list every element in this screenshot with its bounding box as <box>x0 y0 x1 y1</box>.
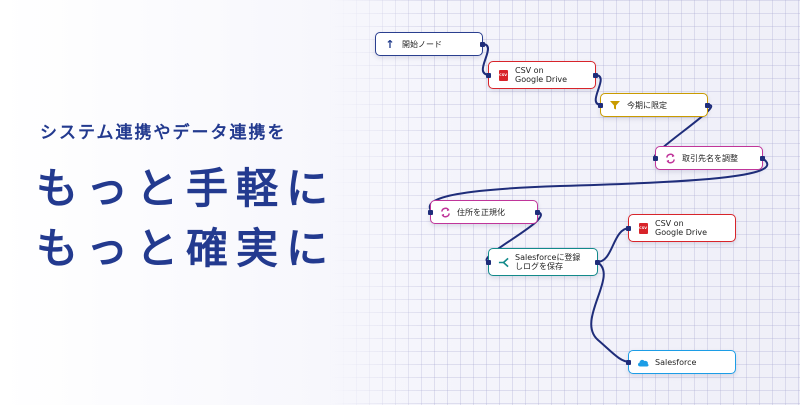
output-port[interactable] <box>705 103 710 108</box>
node-start-label: 開始ノード <box>402 39 442 49</box>
output-port[interactable] <box>535 210 540 215</box>
node-adjust2-label: 住所を正規化 <box>457 207 505 217</box>
node-register-salesforce-branch[interactable]: Salesforceに登録 しログを保存 <box>486 248 600 276</box>
node-adjust-account-name[interactable]: 取引先名を調整 <box>653 146 765 170</box>
output-port[interactable] <box>593 73 598 78</box>
input-port[interactable] <box>653 156 658 161</box>
node-salesforce-label: Salesforce <box>655 357 697 367</box>
edge-branch-csv2 <box>596 227 631 263</box>
node-adjust1-label: 取引先名を調整 <box>682 153 738 163</box>
input-port[interactable] <box>626 226 631 231</box>
node-csv2-label-line2: Google Drive <box>655 228 708 237</box>
node-normalize-address[interactable]: 住所を正規化 <box>428 200 540 224</box>
arrow-up-icon: ↑ <box>385 37 395 51</box>
headline-line-1: もっと手軽に <box>36 164 337 213</box>
node-csv-label-line2: Google Drive <box>515 75 568 84</box>
output-port[interactable] <box>480 42 485 47</box>
headline-line-2: もっと確実に <box>36 224 337 273</box>
input-port[interactable] <box>626 360 631 365</box>
branch-icon <box>497 256 509 268</box>
node-start[interactable]: ↑ 開始ノード <box>375 32 485 56</box>
node-csv-label: CSV on Google Drive <box>515 66 567 84</box>
node-branch-label-line1: Salesforceに登録 <box>515 253 581 262</box>
cloud-icon <box>637 356 649 368</box>
refresh-icon <box>439 206 451 218</box>
node-csv2-label-line1: CSV on <box>655 219 684 228</box>
csv-file-icon: CSV <box>497 69 509 81</box>
node-branch-label: Salesforceに登録 しログを保存 <box>515 253 580 271</box>
headline-sub: システム連携やデータ連携を <box>40 123 287 143</box>
node-csv2-label: CSV on Google Drive <box>655 219 707 237</box>
node-salesforce[interactable]: Salesforce <box>626 350 736 374</box>
edge-start-csv1 <box>481 43 491 76</box>
csv-file-icon: CSV <box>637 222 649 234</box>
output-port[interactable] <box>760 156 765 161</box>
edge-branch-salesforce <box>590 261 631 363</box>
headline: システム連携やデータ連携を もっと手軽に もっと確実に <box>36 118 336 279</box>
output-port[interactable] <box>595 260 600 265</box>
refresh-icon <box>664 152 676 164</box>
edge-adjust2-branch <box>485 211 542 263</box>
node-filter[interactable]: 今期に限定 <box>598 93 710 117</box>
node-csv-label-line1: CSV on <box>515 66 544 75</box>
node-csv-google-drive[interactable]: CSV CSV on Google Drive <box>486 61 598 89</box>
node-csv-google-drive-2[interactable]: CSV CSV on Google Drive <box>626 214 736 242</box>
input-port[interactable] <box>486 260 491 265</box>
node-branch-label-line2: しログを保存 <box>515 262 563 271</box>
input-port[interactable] <box>486 73 491 78</box>
node-filter-label: 今期に限定 <box>627 100 667 110</box>
filter-icon <box>609 99 621 111</box>
edge-adjust1-adjust2 <box>428 157 769 213</box>
input-port[interactable] <box>428 210 433 215</box>
input-port[interactable] <box>598 103 603 108</box>
